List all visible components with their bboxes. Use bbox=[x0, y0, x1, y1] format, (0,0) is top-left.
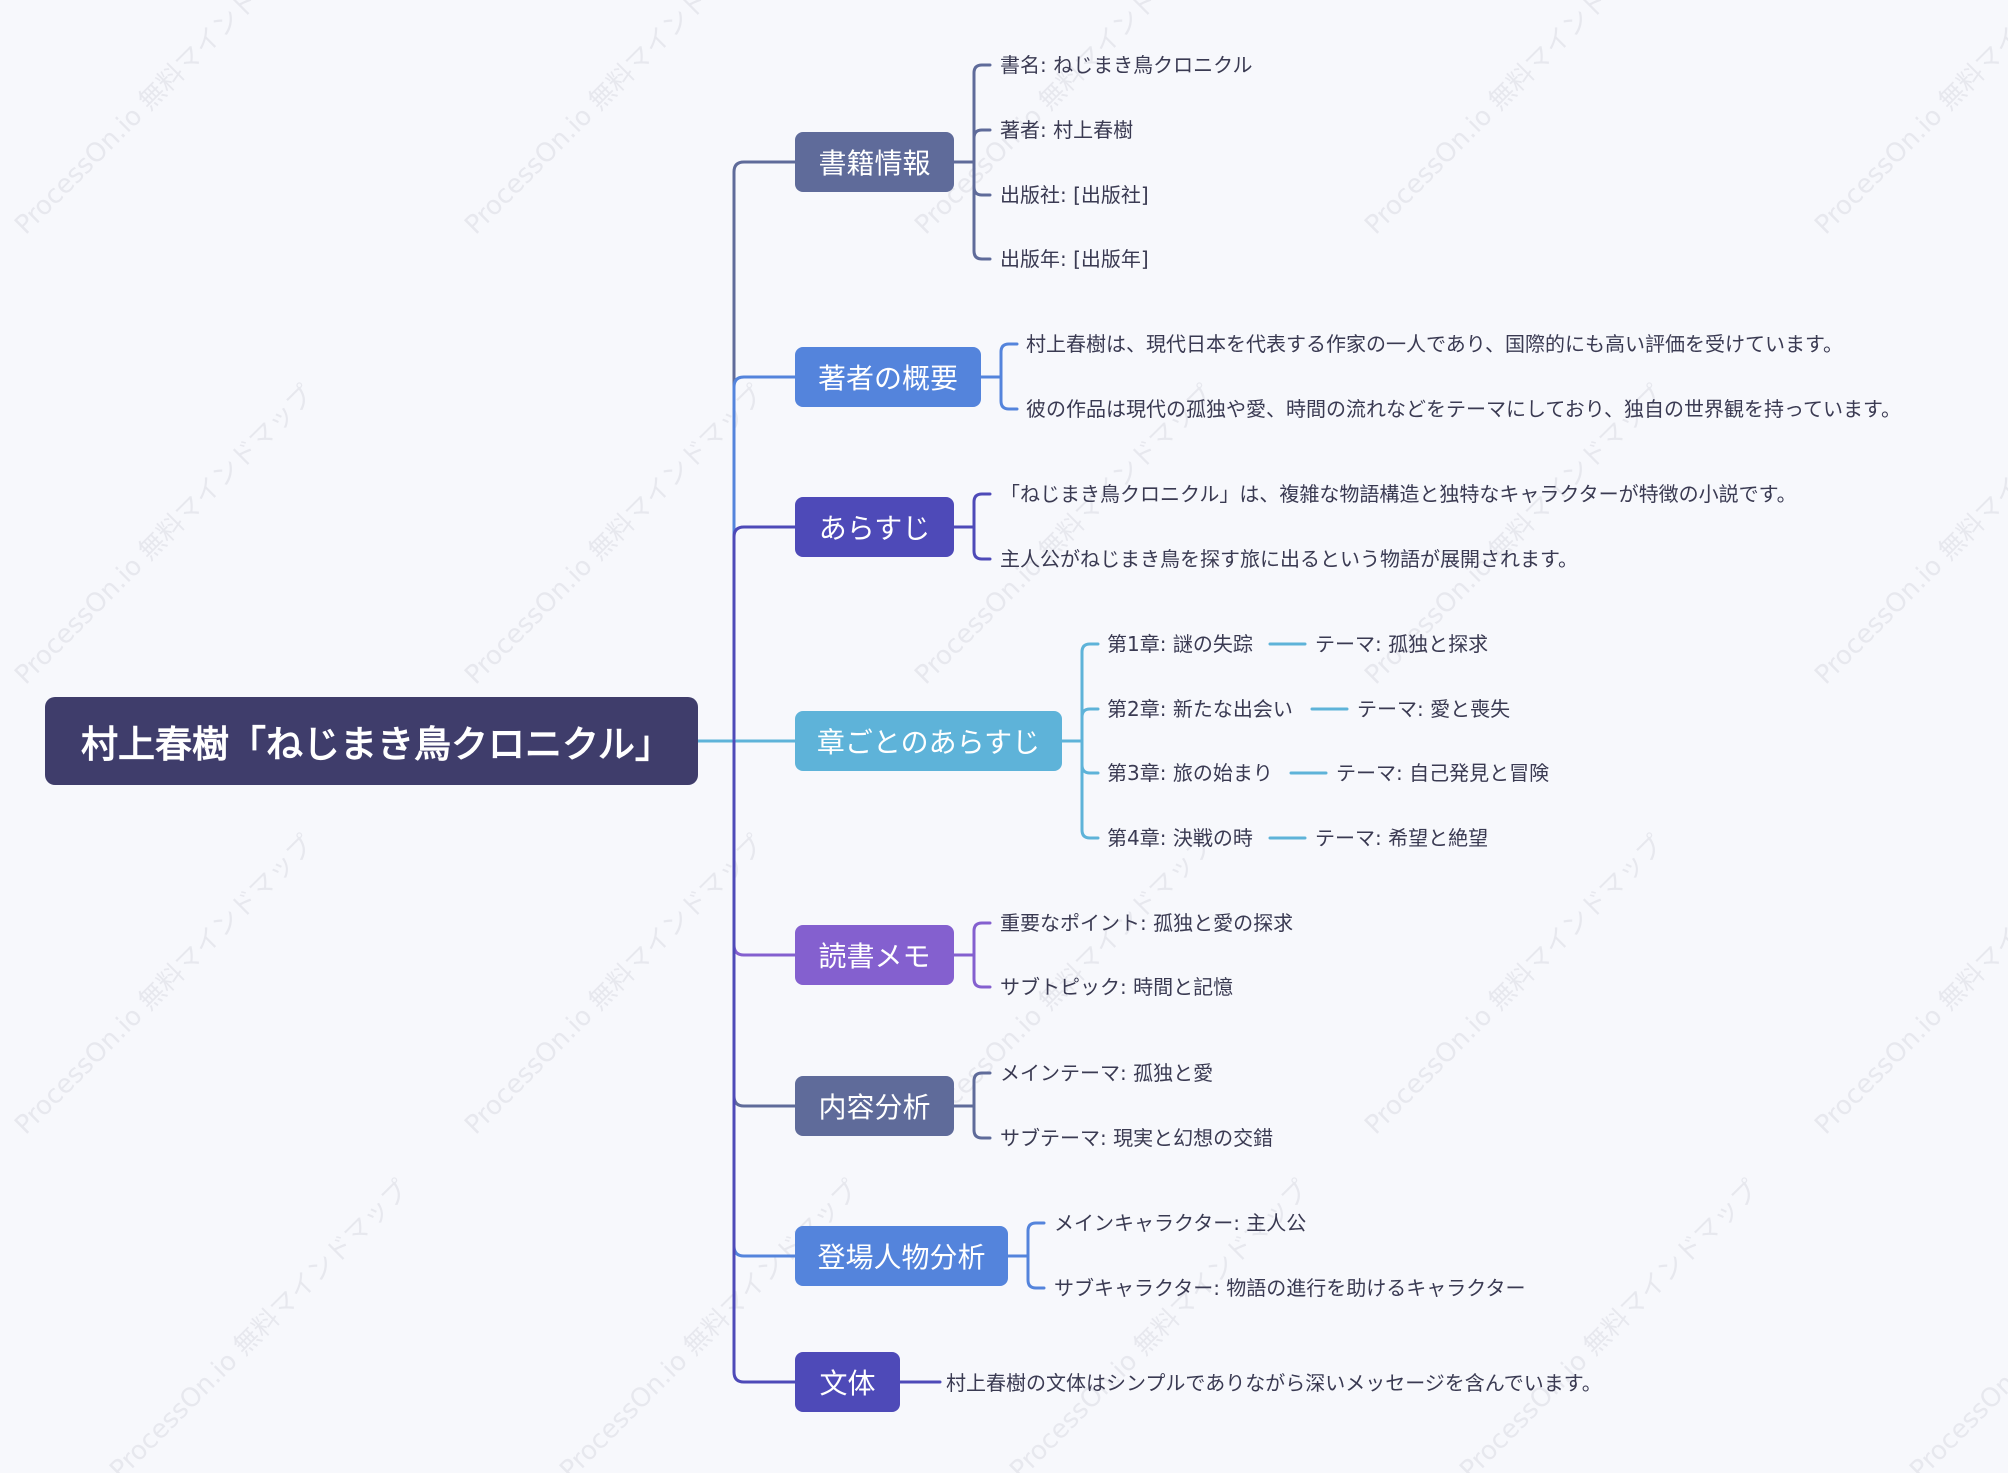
leaf-connector bbox=[1080, 739, 1100, 775]
leaf-character-2[interactable]: サブキャラクター: 物語の進行を助けるキャラクター bbox=[1054, 1276, 1526, 1300]
leaf-analysis-2[interactable]: サブテーマ: 現実と幻想の交錯 bbox=[1000, 1126, 1274, 1150]
leaf-book-author[interactable]: 著者: 村上春樹 bbox=[1000, 118, 1134, 142]
branch-character-analysis[interactable]: 登場人物分析 bbox=[795, 1226, 1008, 1286]
leaf-connector bbox=[972, 953, 992, 989]
branch-content-analysis[interactable]: 内容分析 bbox=[795, 1076, 954, 1136]
leaf-connector bbox=[972, 921, 992, 957]
branch-connector bbox=[732, 739, 797, 1258]
leaf-chapter-4-theme[interactable]: テーマ: 希望と絶望 bbox=[1315, 826, 1489, 850]
branch-connector bbox=[732, 739, 797, 1384]
leaf-connector bbox=[972, 160, 992, 197]
leaf-connector bbox=[972, 63, 992, 164]
leaf-author-overview-2[interactable]: 彼の作品は現代の孤独や愛、時間の流れなどをテーマにしており、独自の世界観を持って… bbox=[1026, 397, 1901, 421]
branch-author-overview[interactable]: 著者の概要 bbox=[795, 347, 981, 407]
branch-writing-style[interactable]: 文体 bbox=[795, 1352, 900, 1412]
branch-book-info[interactable]: 書籍情報 bbox=[795, 132, 954, 192]
leaf-chapter-3-theme[interactable]: テーマ: 自己発見と冒険 bbox=[1336, 761, 1550, 785]
leaf-character-1[interactable]: メインキャラクター: 主人公 bbox=[1054, 1211, 1307, 1235]
branch-connector bbox=[732, 739, 797, 957]
root-topic[interactable]: 村上春樹「ねじまき鳥クロニクル」 bbox=[45, 697, 698, 785]
leaf-chapter-2[interactable]: 第2章: 新たな出会い bbox=[1107, 697, 1293, 721]
branch-connector bbox=[732, 739, 797, 1108]
leaf-book-publisher[interactable]: 出版社: [出版社] bbox=[1000, 183, 1149, 207]
leaf-connector bbox=[1026, 1221, 1046, 1258]
leaf-connector bbox=[1026, 1254, 1046, 1290]
leaf-connector bbox=[1080, 739, 1100, 840]
branch-chapter-synopsis[interactable]: 章ごとのあらすじ bbox=[795, 711, 1062, 771]
leaf-connector bbox=[999, 375, 1019, 411]
leaf-analysis-1[interactable]: メインテーマ: 孤独と愛 bbox=[1000, 1061, 1214, 1085]
leaf-style-1[interactable]: 村上春樹の文体はシンプルでありながら深いメッセージを含んでいます。 bbox=[946, 1371, 1602, 1395]
branch-connector bbox=[732, 160, 797, 743]
leaf-connector bbox=[972, 1104, 992, 1140]
leaf-author-overview-1[interactable]: 村上春樹は、現代日本を代表する作家の一人であり、国際的にも高い評価を受けています… bbox=[1026, 332, 1843, 356]
leaf-chapter-2-theme[interactable]: テーマ: 愛と喪失 bbox=[1357, 697, 1511, 721]
branch-synopsis[interactable]: あらすじ bbox=[795, 497, 954, 557]
leaf-connector bbox=[972, 128, 992, 164]
leaf-connector bbox=[999, 342, 1019, 379]
leaf-connector bbox=[1080, 642, 1100, 743]
branch-reading-notes[interactable]: 読書メモ bbox=[795, 925, 954, 985]
leaf-notes-2[interactable]: サブトピック: 時間と記憶 bbox=[1000, 975, 1234, 999]
leaf-connector bbox=[972, 1071, 992, 1108]
leaf-connector bbox=[1080, 707, 1100, 743]
leaf-chapter-4[interactable]: 第4章: 決戦の時 bbox=[1107, 826, 1253, 850]
leaf-connector bbox=[972, 160, 992, 261]
leaf-book-title[interactable]: 書名: ねじまき鳥クロニクル bbox=[1000, 53, 1253, 77]
leaf-synopsis-2[interactable]: 主人公がねじまき鳥を探す旅に出るという物語が展開されます。 bbox=[1000, 547, 1578, 571]
leaf-chapter-1-theme[interactable]: テーマ: 孤独と探求 bbox=[1315, 632, 1489, 656]
branch-connector bbox=[732, 375, 797, 743]
leaf-book-year[interactable]: 出版年: [出版年] bbox=[1000, 247, 1149, 271]
leaf-notes-1[interactable]: 重要なポイント: 孤独と愛の探求 bbox=[1000, 911, 1294, 935]
branch-connector bbox=[732, 525, 797, 743]
leaf-synopsis-1[interactable]: 「ねじまき鳥クロニクル」は、複雑な物語構造と独特なキャラクターが特徴の小説です。 bbox=[1000, 482, 1797, 506]
leaf-chapter-3[interactable]: 第3章: 旅の始まり bbox=[1107, 761, 1273, 785]
leaf-chapter-1[interactable]: 第1章: 謎の失踪 bbox=[1107, 632, 1253, 656]
leaf-connector bbox=[972, 492, 992, 529]
leaf-connector bbox=[972, 525, 992, 561]
